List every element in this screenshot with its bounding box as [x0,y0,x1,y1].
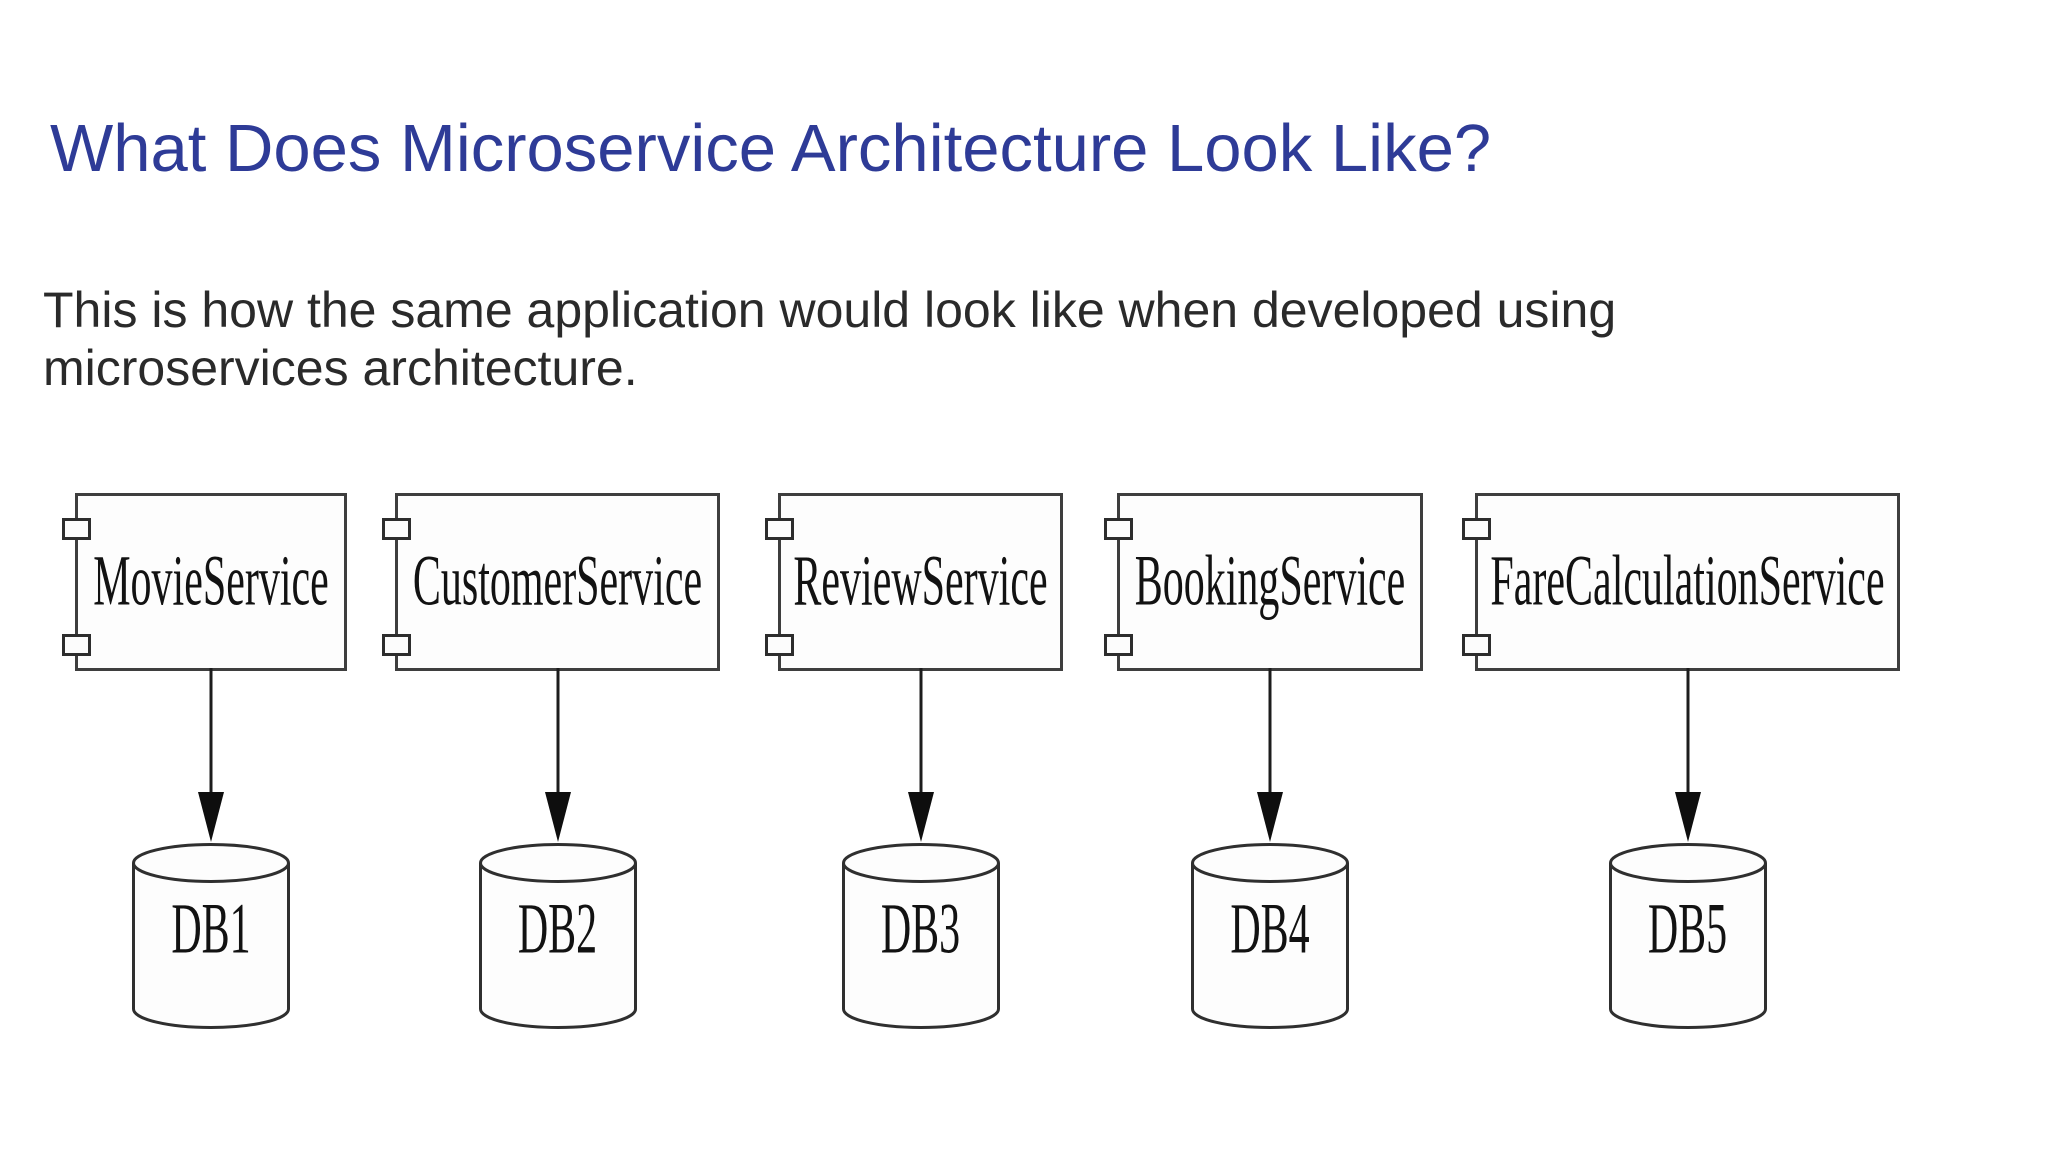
service-box: MovieService [62,493,347,671]
arrow-head [907,792,934,842]
arrow-down-icon [197,668,225,843]
service-box: BookingService [1104,493,1423,671]
arrow-line [1268,668,1272,792]
database-cylinder: DB4 [1190,842,1350,1034]
database-cylinder: DB2 [478,842,638,1034]
intro-paragraph: This is how the same application would l… [43,282,1617,396]
service-name-label: MovieService [93,542,329,622]
uml-port-icon [382,518,411,540]
arrow-down-icon [907,668,935,843]
database-name-label: DB2 [517,890,598,970]
service-name-label: ReviewService [793,542,1048,622]
cylinder-icon [478,843,637,1029]
cylinder-icon [132,843,290,1029]
service-box: FareCalculationService [1462,493,1900,671]
cylinder-icon [1608,843,1767,1029]
database-name-label: DB3 [880,890,961,970]
database-name-label: DB4 [1230,890,1310,970]
uml-port-icon [1462,634,1491,656]
uml-port-icon [1104,634,1133,656]
database-cylinder: DB1 [131,842,291,1034]
service-box: ReviewService [765,493,1063,671]
service-box: CustomerService [382,493,720,671]
database-cylinder: DB5 [1608,842,1768,1034]
database-name-label: DB1 [171,890,251,970]
service-column: CustomerService DB2 [382,493,720,1029]
uml-port-icon [1462,518,1491,540]
service-column: ReviewService DB3 [765,493,1063,1029]
arrow-line [919,668,922,792]
uml-port-icon [1104,518,1133,540]
arrow-head [198,792,224,842]
arrow-line [209,668,213,792]
page-title: What Does Microservice Architecture Look… [50,110,1492,186]
cylinder-icon [1191,843,1349,1029]
arrow-head [544,792,571,842]
uml-port-icon [62,518,91,540]
arrow-head [1674,792,1701,842]
service-name-label: CustomerService [412,542,703,622]
arrow-line [1686,668,1689,792]
service-name-label: FareCalculationService [1490,542,1885,622]
arrow-head [1257,792,1283,842]
arrow-line [556,668,559,792]
uml-port-icon [765,634,794,656]
uml-port-icon [765,518,794,540]
arrow-down-icon [1674,668,1702,843]
service-column: FareCalculationService DB5 [1462,493,1900,1029]
arrow-down-icon [1256,668,1284,843]
database-cylinder: DB3 [841,842,1001,1034]
service-column: BookingService DB4 [1104,493,1423,1029]
uml-port-icon [382,634,411,656]
database-name-label: DB5 [1647,890,1728,970]
uml-port-icon [62,634,91,656]
service-column: MovieService DB1 [62,493,347,1029]
cylinder-icon [841,843,1000,1029]
service-name-label: BookingService [1134,542,1406,622]
arrow-down-icon [544,668,572,843]
